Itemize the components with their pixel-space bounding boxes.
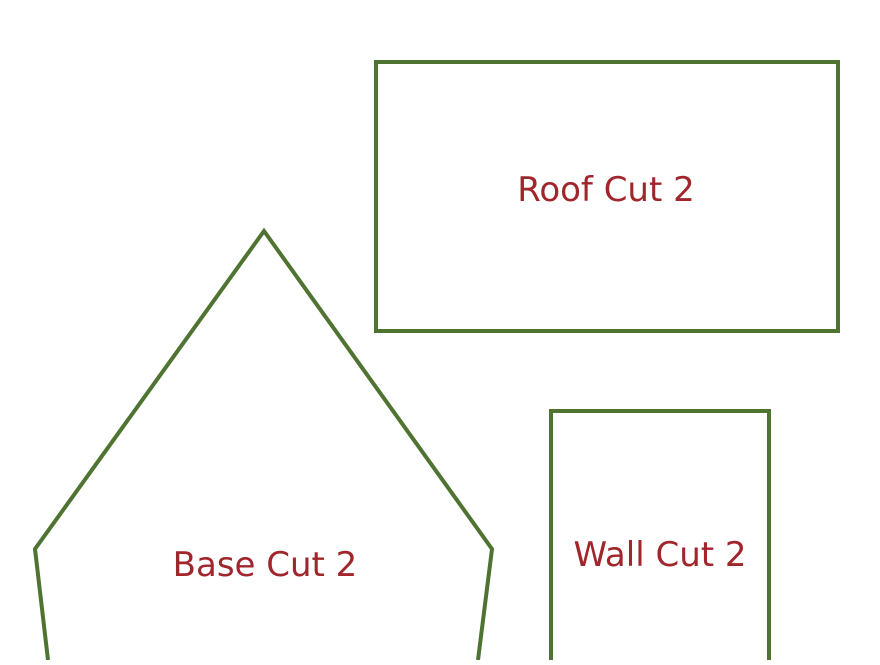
base-outline	[32, 227, 495, 661]
wall-piece: Wall Cut 2	[549, 409, 771, 660]
roof-label: Roof Cut 2	[517, 170, 695, 210]
wall-label: Wall Cut 2	[573, 535, 746, 575]
base-label: Base Cut 2	[173, 545, 358, 585]
roof-outline	[374, 60, 840, 333]
roof-piece: Roof Cut 2	[374, 60, 840, 333]
wall-outline	[549, 409, 771, 660]
base-piece: Base Cut 2	[32, 227, 495, 661]
